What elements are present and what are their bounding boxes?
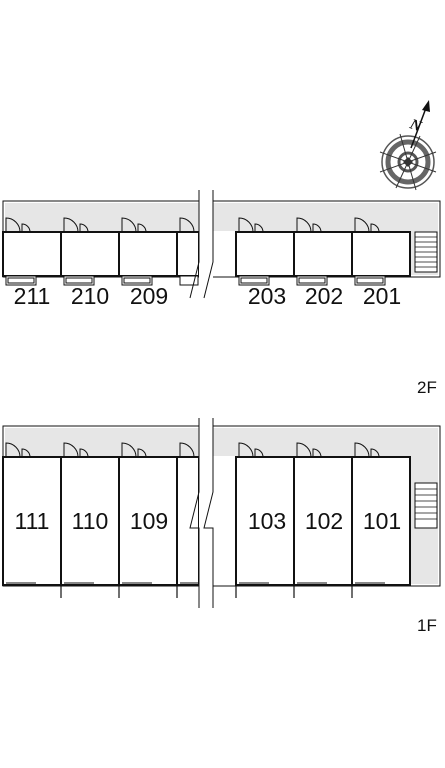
- floor-label: 2F: [417, 378, 437, 397]
- unit-number: 110: [72, 508, 109, 534]
- balconies: [5, 275, 386, 286]
- door-icons: [5, 217, 380, 233]
- unit-211: [2, 231, 62, 277]
- floor-2f-plan: 211 210 209 203 202 201 2F: [2, 190, 441, 397]
- unit-209: [118, 231, 178, 277]
- unit-201: [351, 231, 411, 277]
- unit-number: 203: [248, 283, 286, 309]
- floor-label: 1F: [417, 616, 437, 635]
- unit-number: 103: [248, 508, 286, 534]
- north-label: N: [407, 116, 425, 135]
- break-symbol: [189, 418, 214, 608]
- unit-partial: [176, 456, 200, 586]
- unit-number: 202: [305, 283, 343, 309]
- unit-101: [351, 456, 411, 586]
- unit-number: 209: [130, 283, 168, 309]
- unit-number: 111: [15, 508, 50, 534]
- stairs: [410, 460, 438, 530]
- unit-number: 210: [71, 283, 109, 309]
- unit-number: 101: [363, 508, 401, 534]
- floor-1f-plan: 111 110 109 103 102 101 1F: [2, 418, 441, 635]
- unit-number: 211: [14, 283, 51, 309]
- unit-202: [293, 231, 353, 277]
- unit-number: 102: [305, 508, 343, 534]
- stairs: [414, 231, 438, 273]
- break-symbol: [189, 190, 214, 299]
- unit-number: 201: [363, 283, 401, 309]
- unit-111: [2, 456, 62, 586]
- door-icons: [5, 442, 380, 458]
- unit-203: [235, 231, 295, 277]
- unit-210: [60, 231, 120, 277]
- unit-partial: [176, 231, 200, 277]
- unit-number: 109: [130, 508, 168, 534]
- wall-ticks: [60, 585, 353, 598]
- compass-rose-icon: [379, 100, 437, 191]
